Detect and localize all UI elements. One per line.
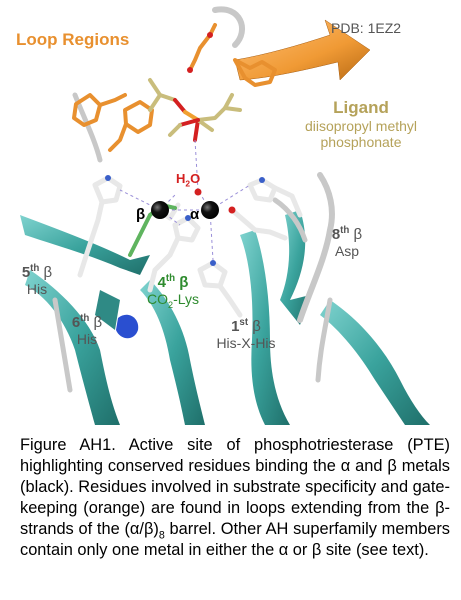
strand-1-label: 1st β His-X-His: [216, 317, 276, 352]
ligand-label: Ligand diisopropyl methyl phosphonate: [286, 98, 436, 150]
water-oxygen: [194, 188, 202, 196]
orange-residue-oxygens: [187, 32, 213, 73]
beta-metal-label: β: [136, 206, 146, 223]
blue-residue-blob: [116, 314, 139, 339]
alpha-metal-sphere: [201, 201, 219, 219]
alpha-metal-label: α: [190, 206, 200, 223]
strand-8-label: 8th β Asp: [331, 225, 363, 260]
ligand-sticks: [148, 78, 242, 142]
strand-4-label: 4th β CO2-Lys: [147, 273, 199, 311]
caption-text-part2: barrel. Other AH superfamily members con…: [20, 520, 450, 559]
active-site-structure-figure: [20, 6, 430, 425]
strand-6-label: 6th β His: [71, 313, 103, 348]
gray-loop-coils: [52, 6, 335, 393]
caption-subscript: 8: [158, 529, 165, 542]
pdb-label: PDB: 1EZ2: [331, 20, 402, 36]
caption-text-part1: Figure AH1. Active site of phosphotriest…: [20, 436, 451, 538]
water-label: H2O: [176, 171, 201, 189]
ligand-name-line1: diisopropyl methyl: [304, 117, 418, 134]
orange-residue-sticks: [72, 23, 277, 152]
strand-5-label: 5th β His: [21, 263, 53, 298]
residue-nitrogens: [105, 175, 265, 266]
loop-regions-label: Loop Regions: [16, 30, 130, 49]
beta-metal-sphere: [151, 201, 169, 219]
ligand-name-line2: phosphonate: [320, 133, 402, 150]
beta-strand-ribbons: [20, 210, 430, 425]
coordination-bonds: [119, 139, 251, 261]
figure-caption: Figure AH1. Active site of phosphotriest…: [20, 435, 450, 561]
ligand-title: Ligand: [333, 98, 389, 117]
